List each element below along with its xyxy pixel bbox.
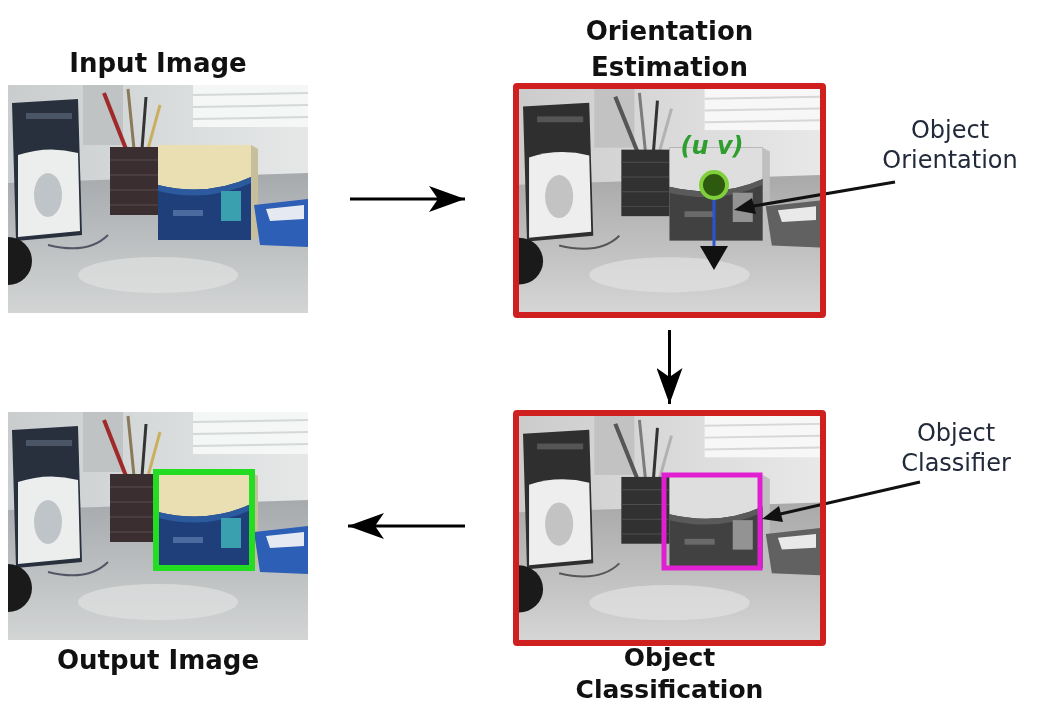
panel-title: Object Classification [540, 642, 800, 706]
orientation-arrowhead [700, 246, 728, 270]
detection-box [156, 472, 252, 568]
classifier-window [664, 475, 760, 568]
flow-arrow [668, 330, 671, 404]
gray-photo [495, 416, 820, 640]
callout-label: Object Classifier [874, 418, 1038, 478]
object-center-dot [701, 172, 727, 198]
gray-photo [495, 89, 820, 312]
panel-title: Orientation Estimation [540, 13, 800, 85]
image-panel: Input Image [8, 85, 308, 313]
callout-label: Object Orientation [858, 115, 1042, 175]
leader-arrowhead [762, 506, 783, 522]
output-photo [0, 412, 308, 640]
flow-arrow [350, 198, 465, 201]
leader-arrowhead [734, 198, 756, 214]
panel-title: Output Image [8, 642, 308, 678]
leader-line [748, 182, 895, 207]
image-panel: Output Image [8, 412, 308, 640]
coordinate-label: (u v) [652, 131, 772, 161]
flow-arrow [348, 525, 465, 528]
image-panel: Orientation Estimation [513, 83, 826, 318]
image-panel: Object Classification [513, 410, 826, 646]
panel-title: Input Image [8, 45, 308, 81]
input-photo [0, 85, 308, 313]
leader-line [776, 482, 920, 515]
